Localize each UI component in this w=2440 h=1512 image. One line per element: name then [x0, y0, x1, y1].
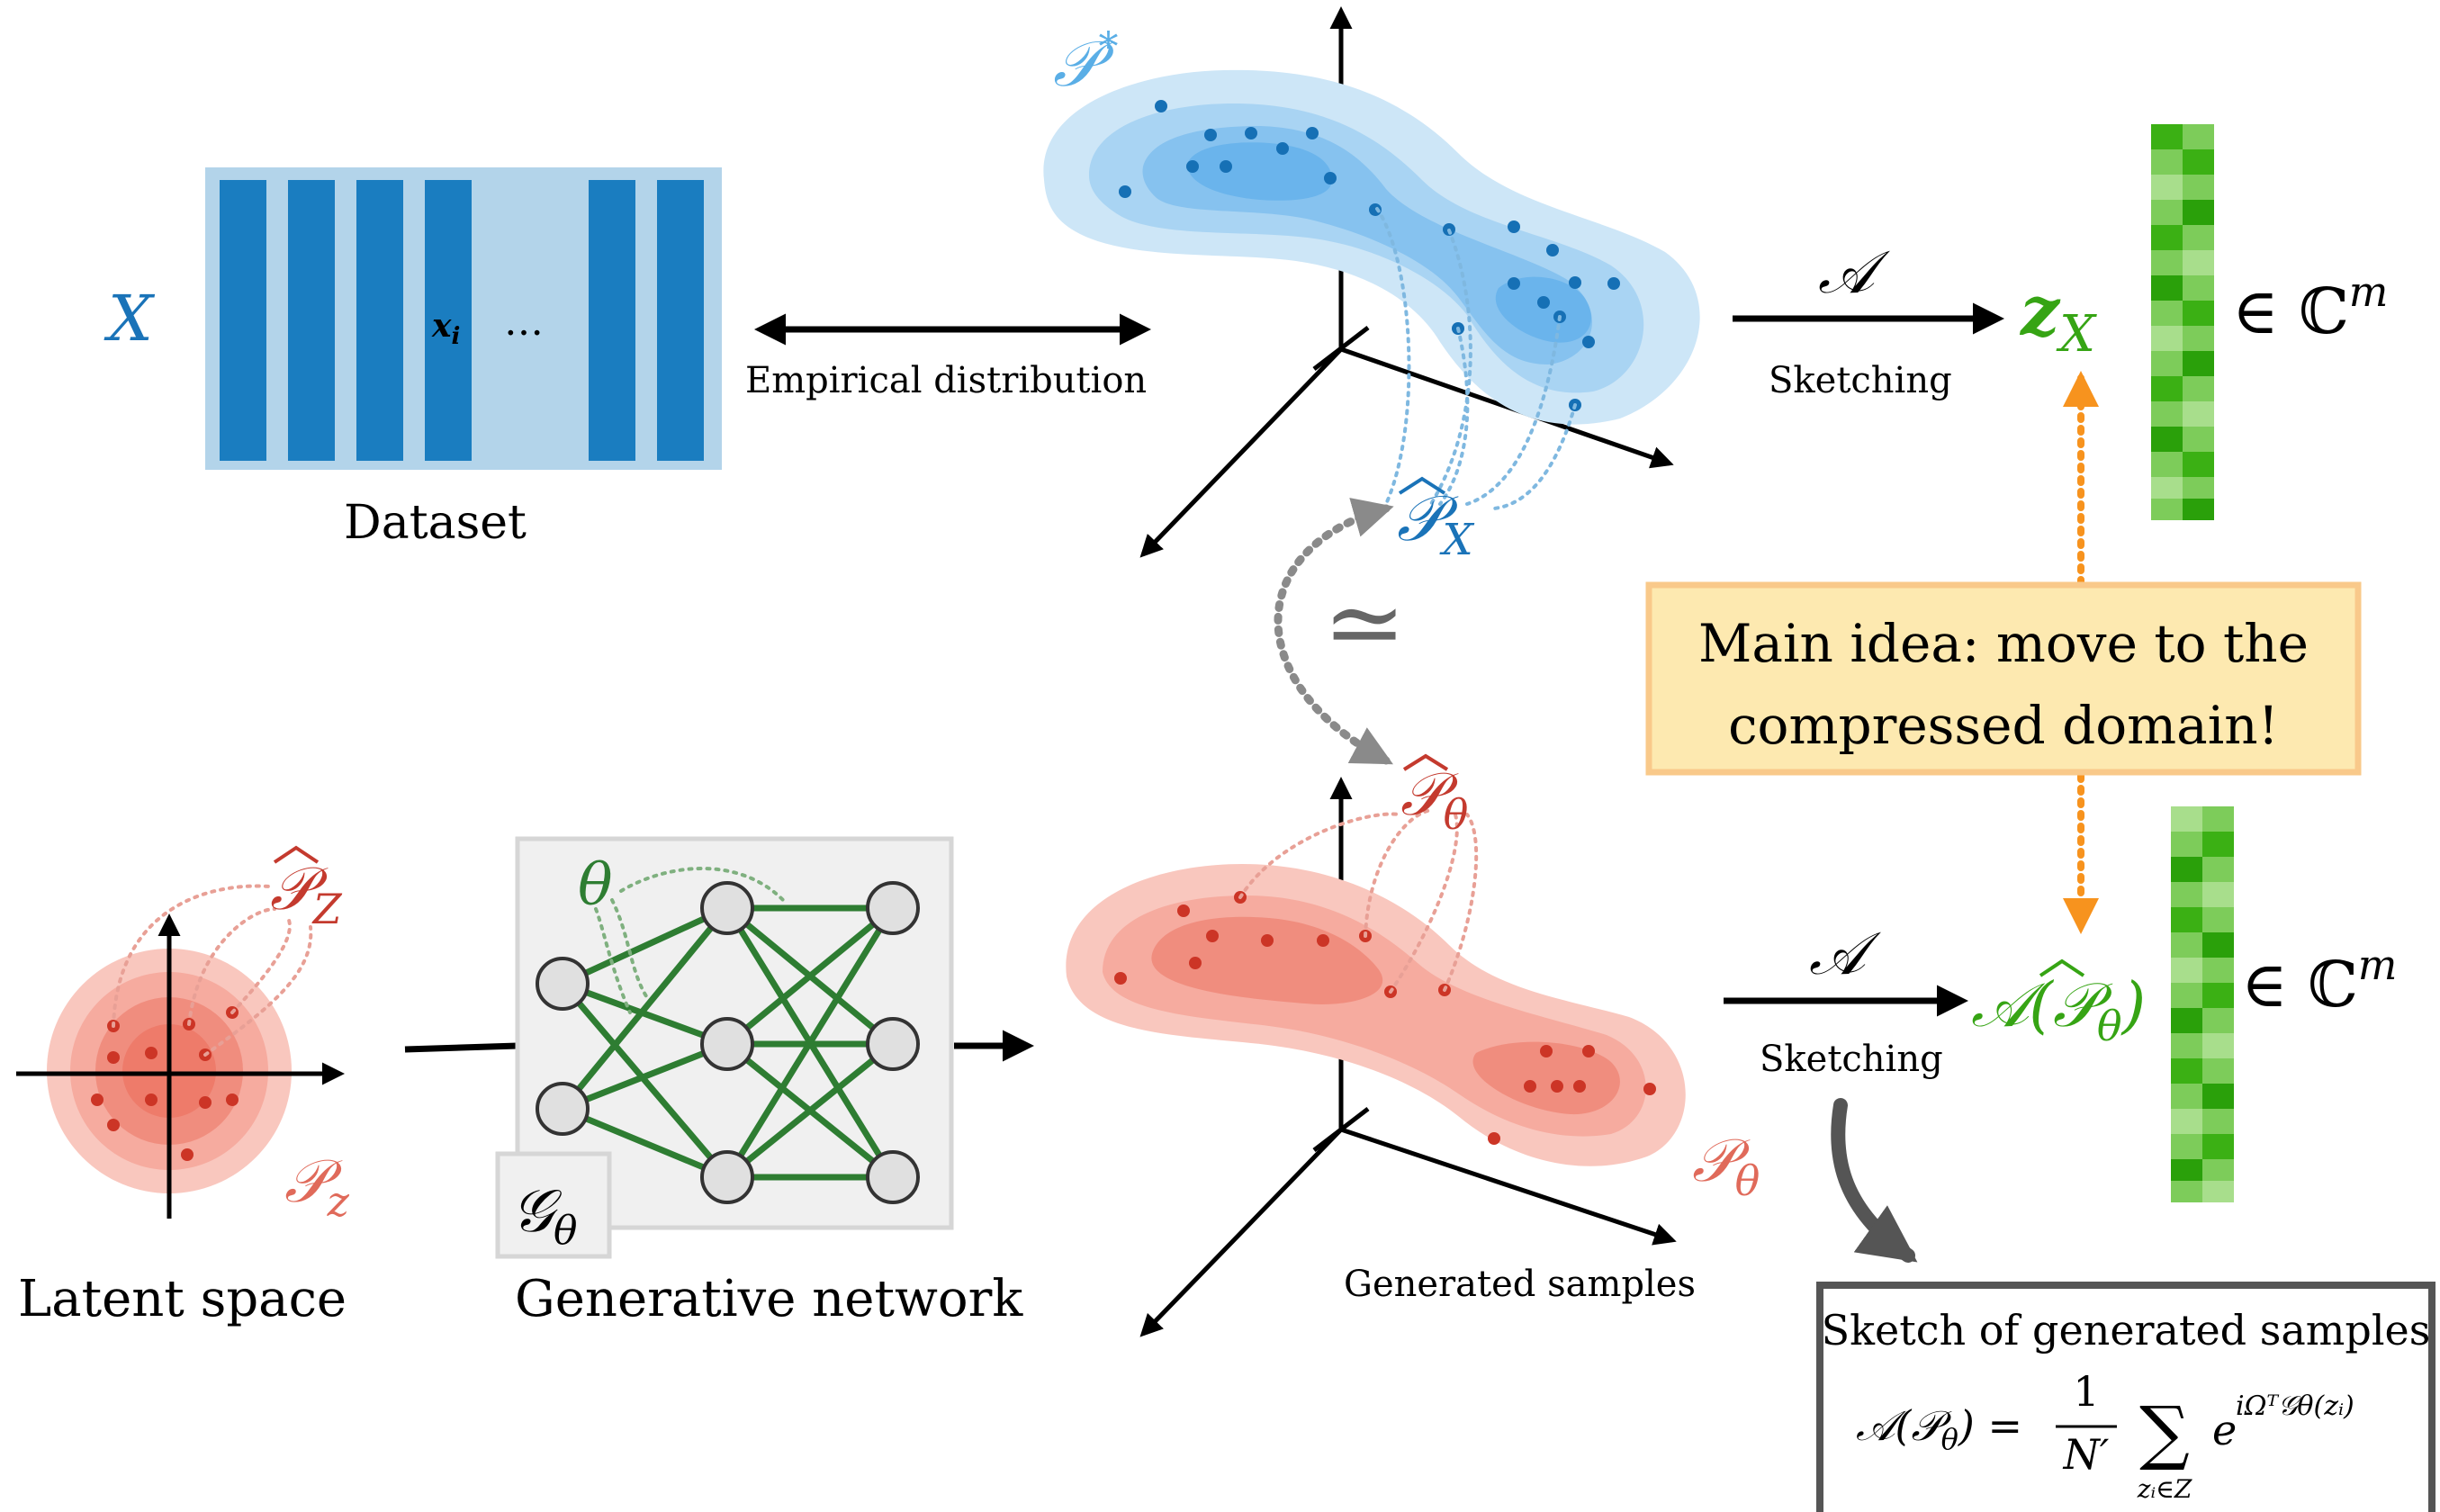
blue-samples — [1119, 100, 1620, 411]
svg-text:𝒢θ: 𝒢θ — [511, 1176, 578, 1254]
formula-numerator: 1 — [2073, 1367, 2099, 1416]
p-hat-x-label: 𝒫X — [1397, 476, 1474, 565]
p-hat-z-label: 𝒫Z — [270, 845, 343, 933]
main-idea-line1: Main idea: move to the — [1698, 613, 2309, 674]
operator-a-top: 𝒜 — [1818, 238, 1890, 307]
a-p-theta-label: 𝒜(𝒫θ) — [1971, 958, 2146, 1050]
latent-space-label: Latent space — [18, 1270, 347, 1328]
red-sample-links — [1238, 808, 1479, 994]
formula-sum: ∑ — [2139, 1392, 2190, 1473]
p-hat-theta-label: 𝒫θ — [1400, 753, 1468, 839]
formula-lhs: 𝒜(𝒫θ) = — [1856, 1401, 2022, 1456]
z-x-label: zX — [2019, 271, 2097, 364]
neural-network — [515, 836, 954, 1230]
main-idea-box: Main idea: move to the compressed domain… — [1645, 581, 2362, 776]
dataset-block: xi … — [205, 167, 722, 470]
theta-label: θ — [578, 852, 613, 919]
blue-sample-links — [1375, 207, 1577, 510]
curved-pointer-arrow — [1831, 1098, 1918, 1263]
generated-samples-label: Generated samples — [1344, 1264, 1696, 1305]
p-star-label: 𝒫* — [1053, 24, 1118, 101]
sketching-label-top: Sketching — [1769, 360, 1952, 401]
dataset-caption: Dataset — [344, 496, 527, 550]
sketch-box-title: Sketch of generated samples — [1822, 1306, 2431, 1354]
formula-exponent: iΩᵀ𝒢θ(zᵢ) — [2236, 1390, 2354, 1422]
formula-denominator: N′ — [2063, 1430, 2110, 1479]
in-cm-bottom: ∈ ℂm — [2241, 940, 2397, 1022]
formula-sum-subscript: zᵢ∈Z — [2137, 1474, 2192, 1504]
latent-sample-links — [112, 884, 313, 1057]
dataset-x-label: X — [104, 282, 156, 356]
svg-text:𝒫Z: 𝒫Z — [270, 854, 343, 933]
approx-arrow — [1274, 498, 1394, 765]
sketching-label-bottom: Sketching — [1760, 1039, 1943, 1080]
main-idea-line2: compressed domain! — [1728, 695, 2279, 756]
red-samples — [1114, 891, 1656, 1145]
g-theta-box: 𝒢θ — [495, 1151, 612, 1259]
blue-distribution-cloud — [1043, 69, 1700, 425]
svg-text:𝒜(𝒫θ): 𝒜(𝒫θ) — [1971, 970, 2146, 1050]
formula-exp-base: e — [2212, 1406, 2237, 1454]
in-cm-top: ∈ ℂm — [2232, 267, 2388, 348]
generative-network-label: Generative network — [515, 1270, 1023, 1328]
dataset-xi-label: xi — [431, 307, 460, 350]
red-distribution-cloud — [1066, 864, 1686, 1166]
operator-a-bottom: 𝒜 — [1809, 919, 1881, 988]
p-theta-label: 𝒫θ — [1692, 1126, 1760, 1205]
svg-text:𝒫θ: 𝒫θ — [1400, 760, 1468, 839]
green-sketch-vector-top — [2151, 124, 2214, 520]
green-sketch-vector-bottom — [2171, 806, 2234, 1202]
dataset-ellipsis: … — [504, 299, 544, 345]
top-axes — [1139, 6, 1674, 558]
latent-to-network-line — [404, 1042, 518, 1053]
approx-symbol: ≃ — [1323, 565, 1406, 680]
p-z-label: 𝒫z — [284, 1147, 350, 1226]
svg-text:𝒫X: 𝒫X — [1397, 482, 1474, 565]
latent-axes — [16, 914, 345, 1219]
sketch-box: Sketch of generated samples 𝒜(𝒫θ) = 1 N′… — [1816, 1282, 2435, 1512]
empirical-distribution-label: Empirical distribution — [745, 360, 1147, 401]
